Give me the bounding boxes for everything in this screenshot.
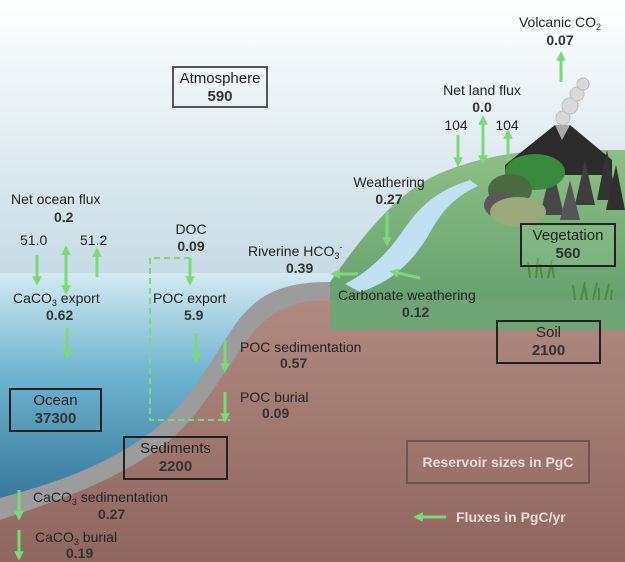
atmosphere-value: 590 [207,88,233,105]
net-ocean-label: Net ocean flux [11,191,101,207]
carbonate-weathering-value: 0.12 [402,304,430,320]
net-ocean-value: 0.2 [54,209,74,225]
caco3-burial-value: 0.19 [66,545,94,561]
arrow-carbonate-left [389,268,421,280]
volcanic-label: Volcanic CO2 [518,14,602,32]
trees [484,150,625,227]
doc-label: DOC [175,221,207,237]
caco3-sedimentation-label: CaCO3 sedimentation [33,489,168,507]
smoke [555,77,590,126]
poc-burial-value: 0.09 [262,405,290,421]
vegetation-value: 560 [555,245,581,262]
grass [527,257,613,301]
doc-loop [149,257,230,421]
net-land-down-value: 104 [444,117,468,133]
soil-label: Soil [535,324,561,341]
soil-value: 2100 [531,342,566,359]
sediments-label: Sediments [140,440,211,457]
atmosphere-box: Atmosphere 590 [172,66,268,108]
seafloor-soil [0,300,625,562]
ocean-label: Ocean [33,392,78,409]
soil-box: Soil 2100 [496,320,601,364]
poc-sedimentation-value: 0.57 [280,355,308,371]
net-land-value: 0.0 [472,99,492,115]
riverine-label: Riverine HCO3- [248,242,343,261]
poc-burial-label: POC burial [240,389,309,405]
doc-value: 0.09 [177,238,205,254]
poc-export-label: POC export [153,290,227,306]
legend-flux-label: Fluxes in PgC/yr [456,509,566,525]
net-land-up-value: 104 [495,117,519,133]
weathering-value: 0.27 [375,191,403,207]
ocean-value: 37300 [34,410,77,427]
river [345,180,478,292]
caco3-burial-label: CaCO3 burial [35,529,118,547]
net-land-label: Net land flux [443,82,521,98]
poc-export-value: 5.9 [184,307,204,323]
sediment-band [0,282,420,520]
caco3-export-label: CaCO3 export [13,290,100,308]
volcanic-value: 0.07 [546,32,574,48]
carbonate-weathering-label: Carbonate weathering [338,287,476,303]
legend-reservoir-label: Reservoir sizes in PgC [422,454,574,470]
vegetation-label: Vegetation [532,227,604,244]
ocean-box: Ocean 37300 [9,388,102,432]
net-ocean-down-value: 51.0 [20,232,48,248]
atmosphere-label: Atmosphere [179,70,261,87]
caco3-export-value: 0.62 [46,307,74,323]
legend-reservoir-box: Reservoir sizes in PgC [406,440,590,484]
poc-sedimentation-label: POC sedimentation [240,339,362,355]
vegetation-box: Vegetation 560 [520,223,616,267]
riverine-value: 0.39 [286,260,314,276]
sediments-value: 2200 [158,458,193,475]
weathering-label: Weathering [353,174,425,190]
sediments-box: Sediments 2200 [123,436,228,480]
caco3-sedimentation-value: 0.27 [98,506,126,522]
net-ocean-up-value: 51.2 [80,232,108,248]
